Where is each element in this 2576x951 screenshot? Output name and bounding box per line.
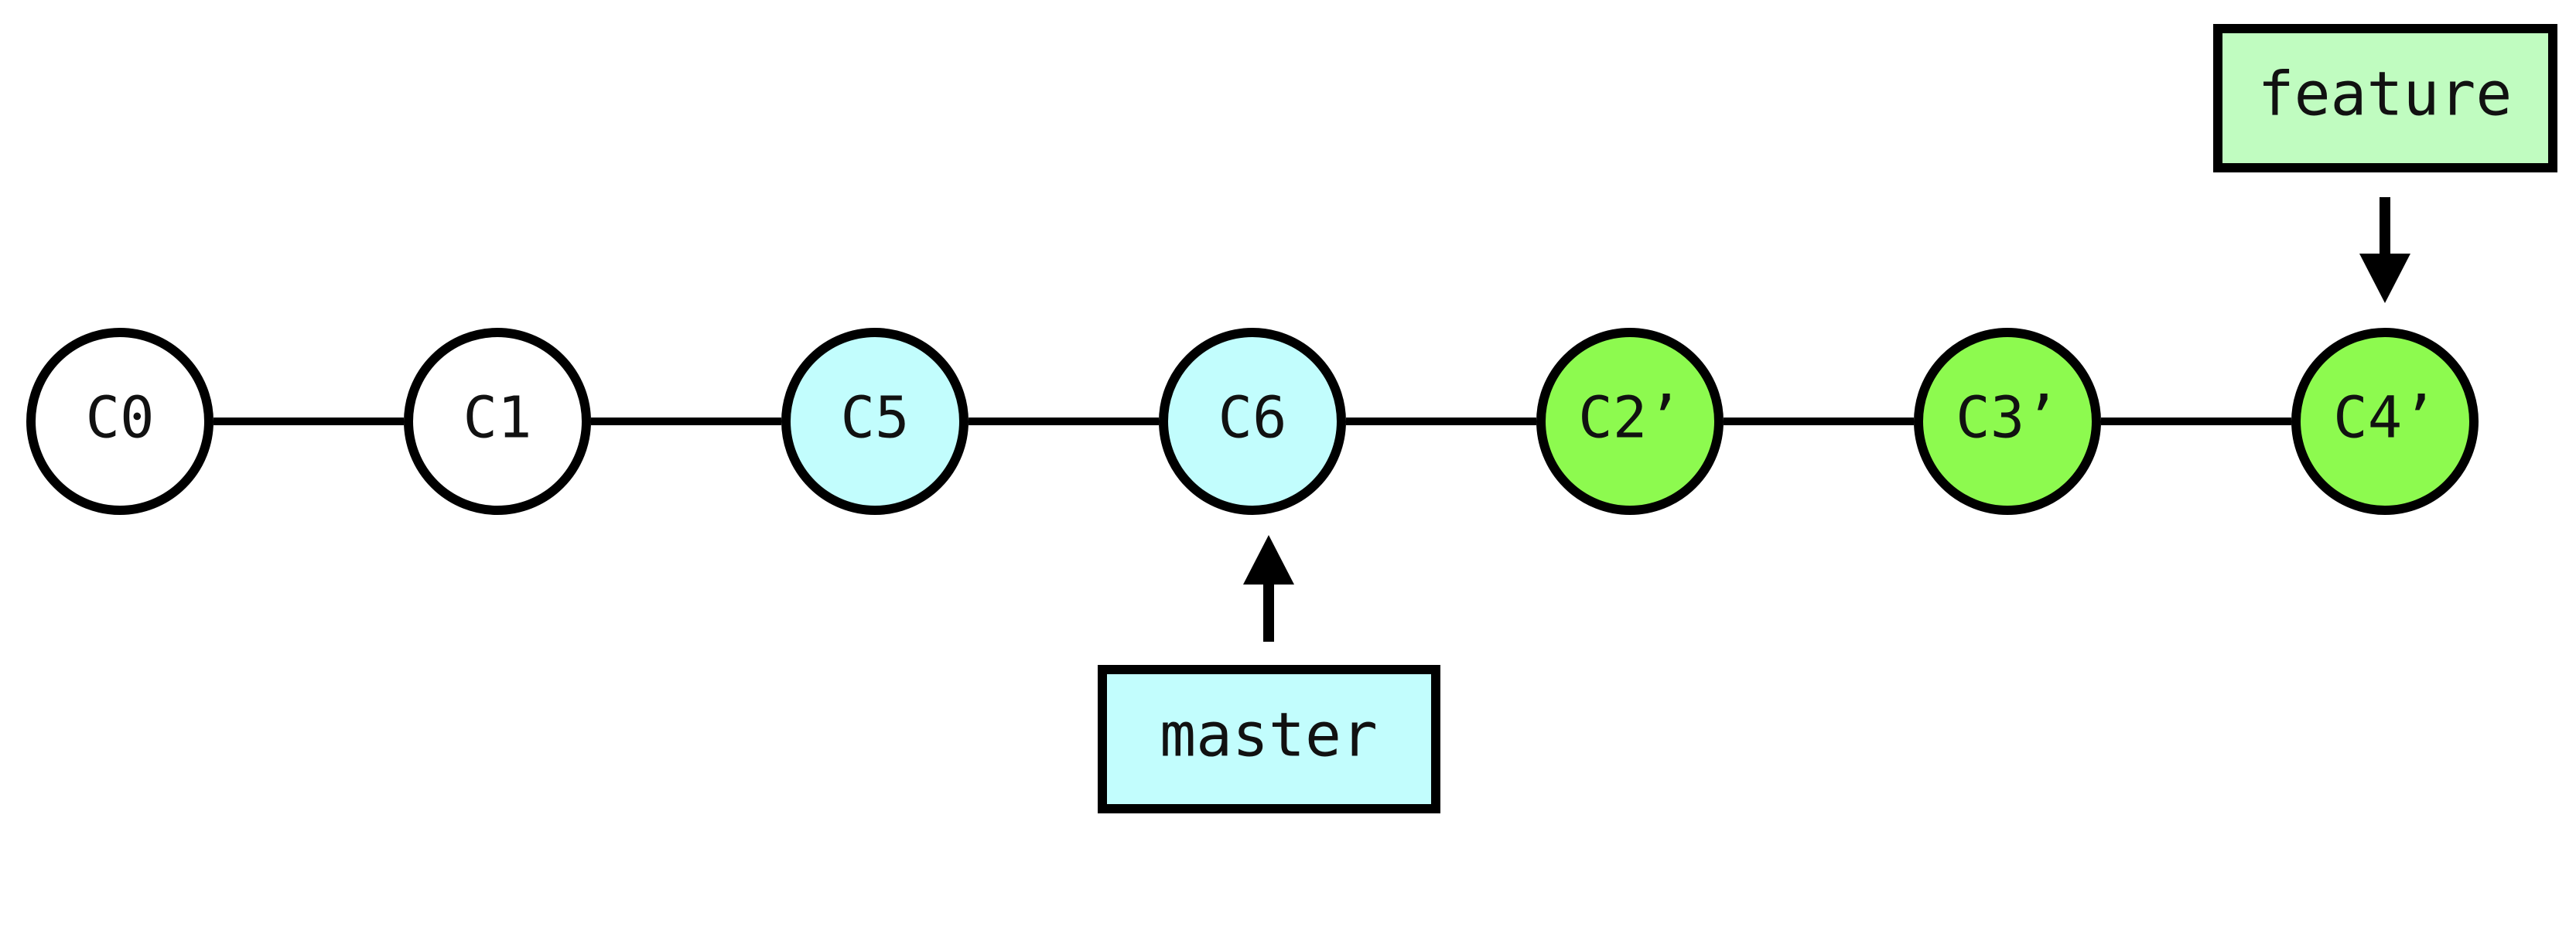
commit-C6: C6	[1159, 328, 1346, 515]
commit-C2-prime: C2’	[1536, 328, 1724, 515]
branch-feature: feature	[2213, 24, 2557, 172]
commit-node	[1914, 328, 2101, 515]
commit-C1: C1	[404, 328, 591, 515]
master-arrow-head	[1243, 535, 1294, 585]
commit-node	[2291, 328, 2479, 515]
commit-label: C4’	[2333, 385, 2437, 452]
commit-C0: C0	[26, 328, 214, 515]
commit-C4-prime: C4’	[2291, 328, 2479, 515]
commit-node	[1159, 328, 1346, 515]
branch-arrows	[1243, 197, 2410, 642]
commit-node	[1536, 328, 1724, 515]
commit-label: C2’	[1578, 385, 1682, 452]
branch-master-box	[1098, 665, 1440, 813]
branch-feature-label: feature	[2258, 60, 2513, 129]
commit-label: C5	[840, 385, 909, 452]
feature-arrow-head	[2359, 254, 2410, 303]
commit-label: C3’	[1956, 385, 2059, 452]
commit-label: C6	[1218, 385, 1286, 452]
commit-node	[781, 328, 969, 515]
commit-C3-prime: C3’	[1914, 328, 2101, 515]
commit-C5: C5	[781, 328, 969, 515]
branch-master: master	[1098, 665, 1440, 813]
commit-label: C0	[85, 385, 154, 452]
branch-master-label: master	[1160, 700, 1378, 770]
commit-node	[404, 328, 591, 515]
branch-feature-box	[2213, 24, 2557, 172]
commit-label: C1	[463, 385, 531, 452]
commit-node	[26, 328, 214, 515]
